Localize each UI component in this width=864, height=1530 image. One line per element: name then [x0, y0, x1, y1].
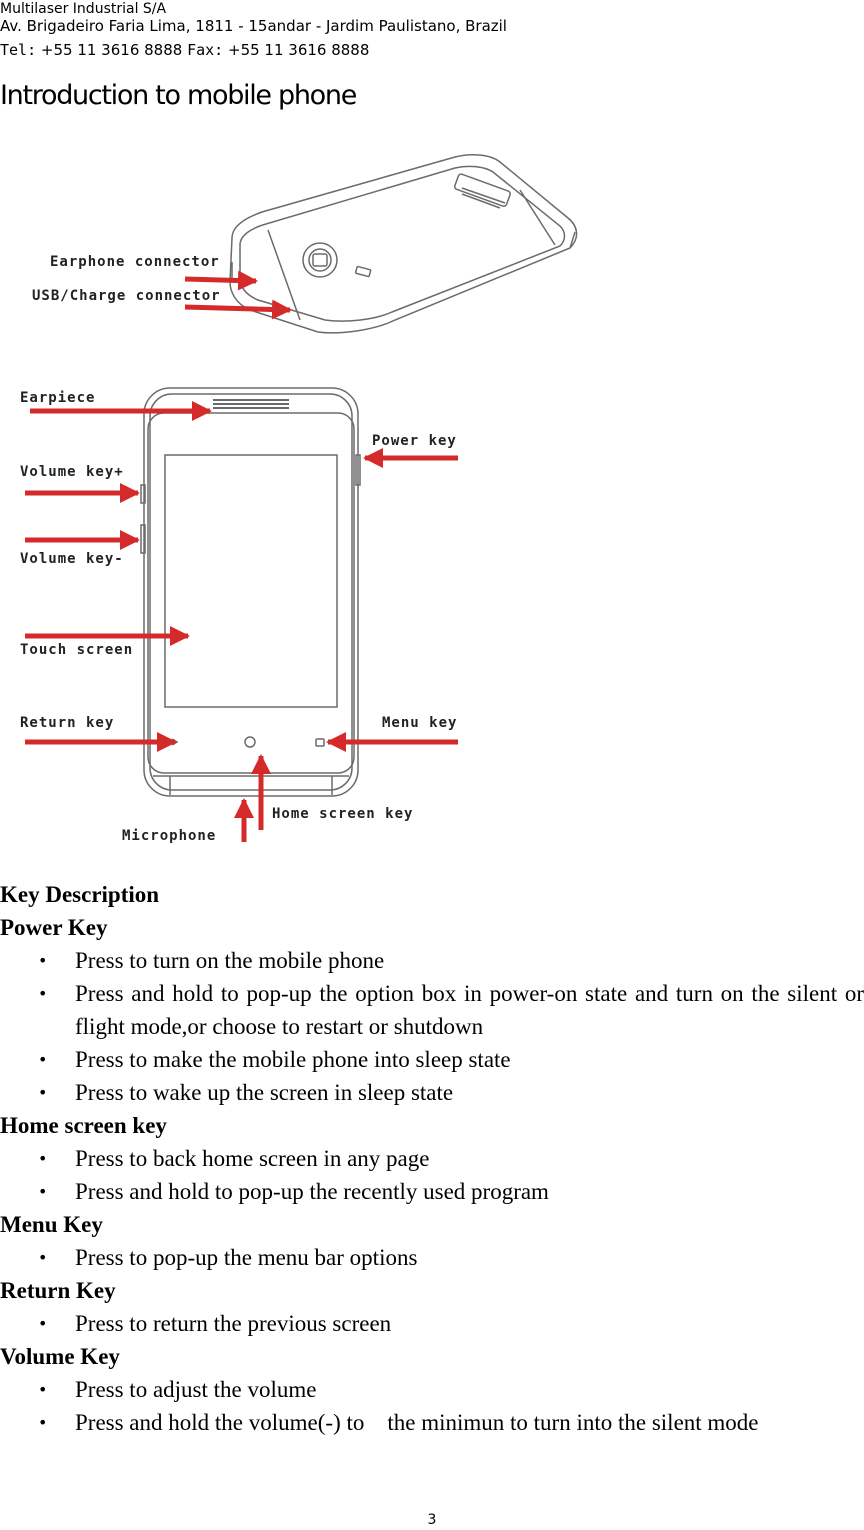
list-item: • Press and hold to pop-up the recently u…	[0, 1175, 864, 1208]
section-title: Key Description	[0, 882, 160, 907]
list-item: • Press and hold the volume(-) to the min…	[0, 1406, 864, 1439]
label-volume-up: Volume key+	[20, 464, 124, 480]
company-address: Av. Brigadeiro Faria Lima, 1811 - 15anda…	[0, 17, 507, 35]
subsection-power-key: Power Key	[0, 915, 108, 940]
bullet: •	[38, 1050, 48, 1069]
earpiece-grille	[213, 399, 289, 409]
subsection-home-screen-key: Home screen key	[0, 1113, 167, 1138]
callout-arrows	[25, 270, 458, 842]
volume-key-list: • Press to adjust the volume • Press and h…	[0, 1373, 864, 1439]
list-item-text: Press to back home screen in any page	[75, 1146, 430, 1171]
list-item-text: Press to adjust the volume	[75, 1377, 317, 1402]
list-item-text: Press to pop-up the menu bar options	[75, 1245, 418, 1270]
phone-front-view	[140, 387, 361, 797]
list-item: • Press to pop-up the menu bar options	[0, 1241, 864, 1274]
return-key-list: • Press to return the previous screen	[0, 1307, 864, 1340]
bullet: •	[38, 1314, 48, 1333]
tel-label: Tel:	[0, 41, 37, 59]
list-item: • Press to make the mobile phone into sle…	[0, 1043, 864, 1076]
list-item-text: Press and hold to pop-up the recently us…	[75, 1179, 549, 1204]
page-number: 3	[427, 1512, 437, 1528]
label-microphone: Microphone	[122, 828, 216, 844]
label-touch-screen: Touch screen	[20, 642, 133, 658]
tel-value: +55 11 3616 8888	[40, 41, 183, 59]
bullet: •	[38, 1413, 48, 1432]
page-title: Introduction to mobile phone	[0, 80, 357, 111]
label-menu-key: Menu key	[382, 715, 457, 731]
list-item-text: Press and hold the volume(-) to the mini…	[75, 1410, 759, 1435]
label-earphone-connector: Earphone connector	[50, 254, 220, 270]
label-home-screen-key: Home screen key	[272, 806, 413, 822]
subsection-return-key: Return Key	[0, 1278, 116, 1303]
list-item: • Press to return the previous screen	[0, 1307, 864, 1340]
bullet: •	[38, 984, 48, 1003]
list-item-text: Press to wake up the screen in sleep sta…	[75, 1080, 454, 1105]
fax-value: +55 11 3616 8888	[228, 41, 370, 59]
list-item: • Press to wake up the screen in sleep st…	[0, 1076, 864, 1109]
home-key-list: • Press to back home screen in any page •…	[0, 1142, 864, 1208]
key-description: Key Description Power Key • Press to turn…	[0, 878, 864, 1439]
bullet: •	[38, 951, 48, 970]
bullet: •	[38, 1149, 48, 1168]
phone-back-view	[229, 153, 578, 334]
list-item-text: Press and hold to pop-up the option box …	[75, 981, 864, 1039]
bullet: •	[38, 1083, 48, 1102]
list-item: • Press to adjust the volume	[0, 1373, 864, 1406]
list-item-text: Press to return the previous screen	[75, 1311, 392, 1336]
list-item: • Press and hold to pop-up the option box…	[0, 977, 864, 1043]
bullet: •	[38, 1182, 48, 1201]
company-name: Multilaser Industrial S/A	[0, 1, 167, 17]
label-usb-connector: USB/Charge connector	[32, 288, 221, 304]
contact-line: Tel: +55 11 3616 8888 Fax: +55 11 3616 8…	[0, 41, 369, 59]
list-item: • Press to turn on the mobile phone	[0, 944, 864, 977]
list-item-text: Press to turn on the mobile phone	[75, 948, 385, 973]
power-key-list: • Press to turn on the mobile phone • Pres…	[0, 944, 864, 1109]
phone-diagram: Earphone connector USB/Charge connector …	[20, 153, 578, 844]
subsection-menu-key: Menu Key	[0, 1212, 103, 1237]
list-item: • Press to back home screen in any page	[0, 1142, 864, 1175]
bullet: •	[38, 1380, 48, 1399]
fax-label: Fax:	[187, 41, 224, 59]
label-earpiece: Earpiece	[20, 390, 95, 406]
bullet: •	[38, 1248, 48, 1267]
subsection-volume-key: Volume Key	[0, 1344, 120, 1369]
label-volume-down: Volume key-	[20, 551, 124, 567]
menu-key-list: • Press to pop-up the menu bar options	[0, 1241, 864, 1274]
label-power-key: Power key	[372, 433, 457, 449]
label-return-key: Return key	[20, 715, 114, 731]
list-item-text: Press to make the mobile phone into slee…	[75, 1047, 511, 1072]
